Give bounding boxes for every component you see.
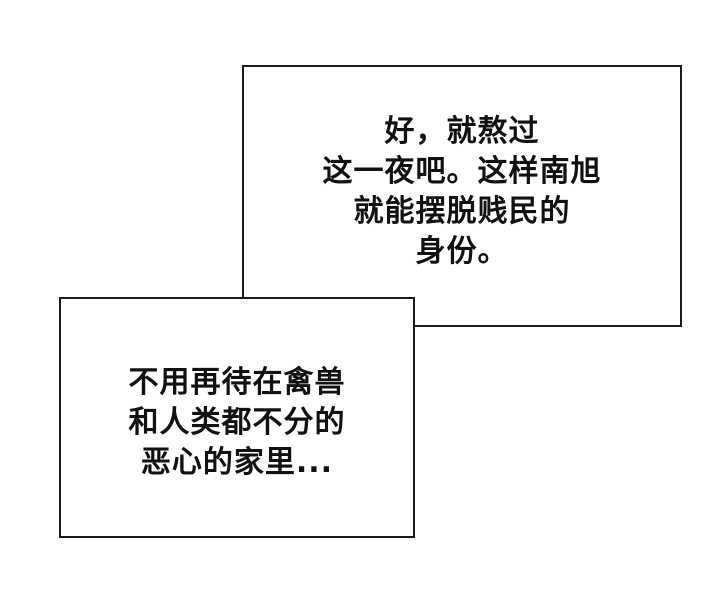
caption-line: 身份。 (415, 234, 509, 269)
caption-line: 好，就熬过 (384, 114, 540, 149)
caption-text-top: 好，就熬过 这一夜吧。这样南旭 就能摆脱贱民的 身份。 (302, 112, 622, 272)
caption-box-top: 好，就熬过 这一夜吧。这样南旭 就能摆脱贱民的 身份。 (242, 65, 682, 327)
caption-line: 这一夜吧。这样南旭 (322, 154, 602, 189)
caption-line: 和人类都不分的 (128, 405, 346, 440)
caption-line: 不用再待在禽兽 (128, 365, 346, 400)
caption-line: 就能摆脱贱民的 (353, 194, 571, 229)
caption-text-bottom: 不用再待在禽兽 和人类都不分的 恶心的家里... (81, 363, 393, 483)
caption-box-bottom: 不用再待在禽兽 和人类都不分的 恶心的家里... (59, 297, 415, 538)
caption-line: 恶心的家里... (140, 445, 334, 480)
